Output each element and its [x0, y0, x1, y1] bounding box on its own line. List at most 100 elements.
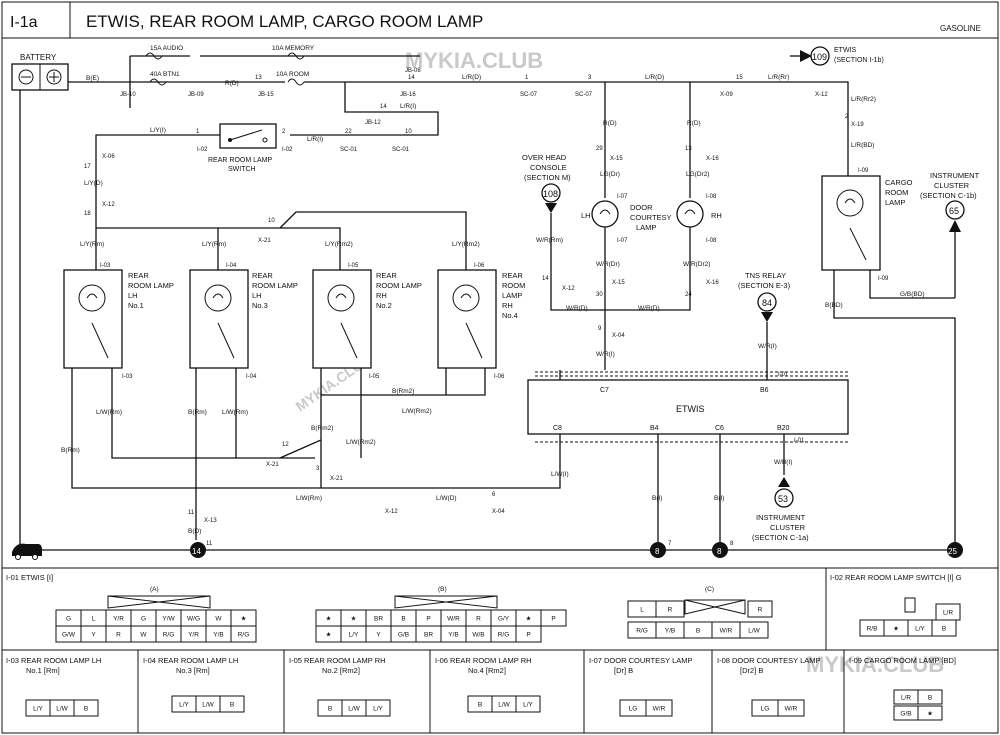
svg-text:I-03: I-03 — [122, 374, 133, 380]
i02-b-pin-1: L/R — [935, 603, 961, 621]
svg-text:REAR ROOM LAMP: REAR ROOM LAMP — [208, 157, 273, 164]
svg-text:ROOM LAMP: ROOM LAMP — [252, 281, 298, 290]
svg-text:22: 22 — [345, 129, 352, 135]
i01-a-r2-pin-5: R/G — [155, 625, 182, 643]
svg-text:C7: C7 — [600, 387, 609, 394]
svg-text:B(I): B(I) — [652, 495, 662, 502]
i03-pin-1: L/Y — [25, 699, 51, 717]
svg-text:I-01: I-01 — [778, 372, 789, 378]
svg-text:13: 13 — [685, 146, 692, 152]
battery-label: BATTERY — [20, 53, 57, 62]
svg-text:L/R(D): L/R(D) — [645, 74, 664, 81]
ground-point-8a: 8 — [650, 542, 666, 558]
svg-text:★: ★ — [326, 615, 332, 623]
svg-text:I-06: I-06 — [474, 263, 485, 269]
svg-text:No.2: No.2 — [376, 301, 392, 310]
svg-text:R: R — [668, 607, 673, 614]
svg-text:No.1: No.1 — [128, 301, 144, 310]
svg-text:★: ★ — [241, 615, 247, 623]
svg-text:I-03 REAR ROOM LAMP LH: I-03 REAR ROOM LAMP LH — [6, 656, 101, 665]
i05-pin-2: L/W — [341, 699, 367, 717]
svg-text:ROOM LAMP: ROOM LAMP — [376, 281, 422, 290]
svg-text:I-09: I-09 — [878, 276, 889, 282]
svg-text:X-13: X-13 — [204, 518, 217, 524]
i01-b-r1-pin-2: ★ — [340, 609, 367, 627]
svg-text:7: 7 — [668, 541, 672, 547]
svg-text:15A AUDIO: 15A AUDIO — [150, 45, 183, 52]
svg-text:W/R(I): W/R(I) — [596, 351, 615, 358]
svg-text:W/R(I): W/R(I) — [758, 343, 777, 350]
svg-text:CLUSTER: CLUSTER — [770, 523, 806, 532]
svg-text:30: 30 — [596, 292, 603, 298]
svg-text:LG: LG — [629, 706, 638, 713]
svg-text:L/W(Rm2): L/W(Rm2) — [402, 408, 432, 415]
svg-text:L/W(Rm2): L/W(Rm2) — [346, 439, 376, 446]
svg-text:★: ★ — [526, 615, 532, 623]
svg-text:L: L — [92, 616, 96, 623]
i01-b-r1-pin-9: ★ — [515, 609, 542, 627]
diagram-title: ETWIS, REAR ROOM LAMP, CARGO ROOM LAMP — [86, 12, 483, 31]
svg-text:INSTRUMENT: INSTRUMENT — [756, 513, 806, 522]
svg-text:R/G: R/G — [163, 632, 175, 639]
svg-text:No.3 [Rm]: No.3 [Rm] — [176, 666, 210, 675]
svg-text:W/B(I): W/B(I) — [774, 459, 792, 466]
svg-text:8: 8 — [730, 541, 734, 547]
svg-text:Y: Y — [376, 632, 381, 639]
rear-room-lamp-rh-no2: I-05 REAR ROOM LAMP RH No.2 I-05 — [312, 263, 422, 380]
svg-text:★: ★ — [326, 631, 332, 639]
svg-text:I-06: I-06 — [494, 374, 505, 380]
svg-text:I-09 CARGO ROOM LAMP [BD]: I-09 CARGO ROOM LAMP [BD] — [849, 656, 956, 665]
i01-b-r2-pin-9: P — [515, 625, 542, 643]
i09-r2-pin-2: ★ — [917, 705, 943, 721]
svg-text:W/R: W/R — [447, 616, 460, 623]
svg-text:ETWIS: ETWIS — [834, 47, 856, 54]
svg-text:L: L — [640, 607, 644, 614]
svg-text:L/R(D): L/R(D) — [462, 74, 481, 81]
svg-text:No.1 [Rm]: No.1 [Rm] — [26, 666, 60, 675]
svg-text:I-04 REAR ROOM LAMP LH: I-04 REAR ROOM LAMP LH — [143, 656, 238, 665]
svg-text:L/R(Rr): L/R(Rr) — [768, 74, 789, 81]
svg-text:8: 8 — [717, 547, 722, 556]
svg-text:W/R(D): W/R(D) — [638, 305, 660, 312]
svg-text:(SECTION E-3): (SECTION E-3) — [738, 281, 791, 290]
svg-text:B(E): B(E) — [86, 75, 99, 82]
svg-text:INSTRUMENT: INSTRUMENT — [930, 171, 980, 180]
ref-53: 53 — [778, 494, 788, 504]
svg-text:ROOM: ROOM — [885, 188, 908, 197]
svg-text:B(BD): B(BD) — [825, 302, 843, 309]
svg-text:L/Y: L/Y — [523, 702, 533, 709]
ref-84: 84 — [762, 298, 772, 308]
svg-text:RH: RH — [711, 211, 722, 220]
svg-text:I-07: I-07 — [617, 194, 628, 200]
svg-text:R/G: R/G — [498, 632, 510, 639]
svg-text:14: 14 — [380, 104, 387, 110]
i01-c-r2-pin-5: L/W — [739, 621, 769, 639]
svg-text:W/R(D): W/R(D) — [566, 305, 588, 312]
connector-i01-c — [684, 599, 746, 615]
svg-text:Y/B: Y/B — [448, 632, 458, 639]
svg-text:SC-07: SC-07 — [575, 92, 593, 98]
svg-text:I-08: I-08 — [706, 238, 717, 244]
svg-text:I-07: I-07 — [617, 238, 628, 244]
svg-text:L/W(Rm): L/W(Rm) — [296, 495, 322, 502]
svg-text:B: B — [328, 706, 332, 713]
svg-text:L/W(Rm): L/W(Rm) — [96, 409, 122, 416]
rear-room-lamp-switch — [219, 123, 277, 149]
i01-a-r1-pin-6: W/G — [180, 609, 207, 627]
svg-text:X-21: X-21 — [266, 462, 279, 468]
door-courtesy-lamp-rh — [676, 200, 704, 228]
svg-text:I-08: I-08 — [706, 194, 717, 200]
svg-text:L/W: L/W — [202, 702, 214, 709]
i04-pin-3: B — [219, 695, 245, 713]
svg-text:29: 29 — [596, 146, 603, 152]
variant-label: GASOLINE — [940, 24, 981, 33]
svg-text:[Dr] B: [Dr] B — [614, 666, 633, 675]
svg-text:2: 2 — [282, 129, 286, 135]
svg-text:B: B — [84, 706, 88, 713]
svg-text:X-04: X-04 — [612, 333, 625, 339]
connector-i02 — [904, 597, 916, 613]
svg-text:I-08 DOOR COURTESY LAMP: I-08 DOOR COURTESY LAMP — [717, 656, 821, 665]
i05-pin-3: L/Y — [365, 699, 391, 717]
svg-text:Y: Y — [91, 632, 96, 639]
watermark-bottom: MYKIA.CLUB — [806, 652, 944, 677]
